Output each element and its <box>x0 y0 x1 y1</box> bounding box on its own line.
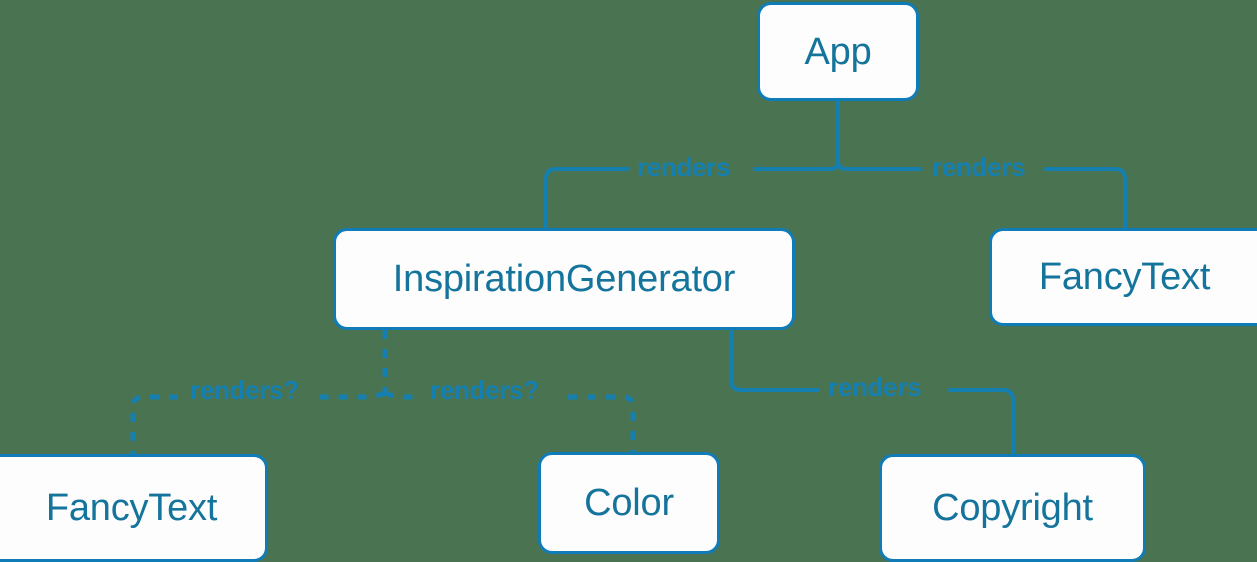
edge-inspiration-to-fancytext-left-tail <box>130 394 178 454</box>
edge-app-to-inspiration <box>544 167 630 230</box>
edge-label-app-to-inspiration: renders <box>637 152 731 182</box>
node-fancytext-right-label: FancyText <box>1038 256 1211 298</box>
node-fancytext-right[interactable]: FancyText <box>989 228 1257 326</box>
node-app-label: App <box>804 30 872 73</box>
edge-label-inspiration-to-copyright: renders <box>828 372 922 402</box>
edge-inspiration-to-copyright-head <box>729 328 820 392</box>
edge-inspiration-to-color-tail <box>568 394 636 452</box>
edge-app-to-fancytext <box>1044 167 1127 230</box>
edge-app-trunk-right <box>836 99 922 171</box>
node-fancytext-left-label: FancyText <box>45 487 218 529</box>
edge-label-inspiration-to-fancytext-left: renders? <box>190 375 299 405</box>
node-app[interactable]: App <box>757 2 919 101</box>
edge-inspiration-to-fancytext-left <box>310 390 387 400</box>
node-color[interactable]: Color <box>538 452 720 554</box>
node-color-label: Color <box>584 482 674 524</box>
node-fancytext-left[interactable]: FancyText <box>0 454 268 562</box>
edge-inspiration-to-copyright-tail <box>948 388 1015 456</box>
edge-label-app-to-fancytext: renders <box>932 152 1026 182</box>
node-copyright-label: Copyright <box>932 487 1093 529</box>
node-inspiration-generator[interactable]: InspirationGenerator <box>333 228 795 330</box>
edge-app-trunk <box>753 99 840 171</box>
node-inspiration-generator-label: InspirationGenerator <box>392 258 736 300</box>
node-copyright[interactable]: Copyright <box>879 454 1146 562</box>
edge-inspiration-to-color <box>383 390 418 400</box>
edge-label-inspiration-to-color: renders? <box>430 375 539 405</box>
